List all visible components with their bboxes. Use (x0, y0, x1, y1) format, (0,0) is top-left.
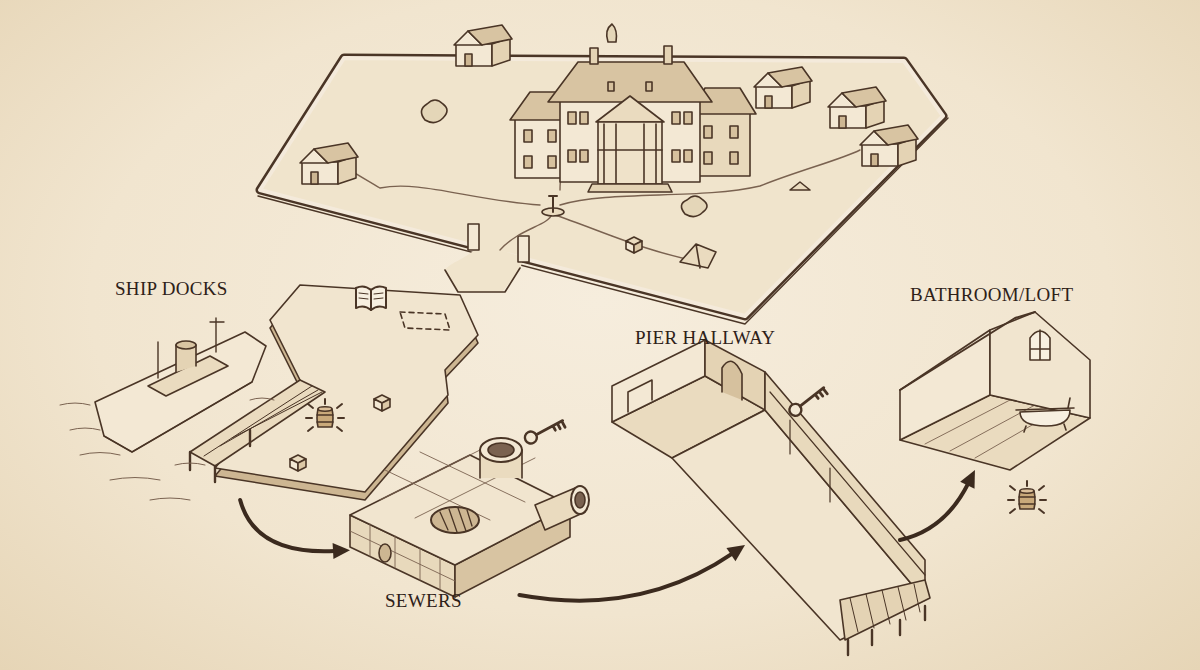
estate (258, 24, 948, 324)
mansion-steps (588, 184, 672, 192)
tent (680, 244, 716, 268)
room-side-wall (705, 340, 765, 410)
pipe-inner (575, 492, 585, 508)
water-ripples (60, 398, 274, 500)
gate-path-outline (445, 268, 520, 292)
arrow-curve (519, 553, 732, 600)
pipe-opening (571, 486, 589, 514)
chimney (664, 46, 672, 64)
key (523, 415, 566, 446)
place-label: SHIP DOCKS (115, 278, 228, 300)
loft-left-wall (900, 330, 990, 440)
tree (421, 100, 447, 123)
place-node: PIER HALLWAY (745, 440, 900, 640)
crate (290, 455, 306, 471)
place-node: SHIP DOCKS (90, 300, 475, 500)
ship-masts (158, 318, 224, 378)
bathroom-loft (900, 312, 1090, 513)
place-label: BATHROOM/LOFT (910, 284, 1073, 306)
estate-wall-inner (260, 58, 943, 316)
pier-deck (840, 580, 930, 640)
arrow-head (960, 470, 975, 489)
mansion (510, 46, 756, 192)
portico (598, 122, 662, 184)
portico-pediment (596, 96, 664, 122)
outbuilding (828, 87, 886, 128)
arrow-head (726, 545, 745, 561)
wall-base-line (258, 118, 948, 324)
barrel (1008, 481, 1046, 513)
outbuilding (454, 25, 512, 66)
gate-post (468, 224, 479, 250)
deck-planks (850, 584, 920, 632)
small-shed (790, 182, 810, 190)
book-icon (356, 286, 386, 310)
gate-post (518, 236, 529, 262)
tree (607, 24, 617, 42)
mansion-right-wing (695, 112, 750, 176)
tree (681, 196, 707, 217)
bathtub-rim (1016, 398, 1074, 432)
gate-gap (445, 244, 522, 292)
crate (374, 395, 390, 411)
sewer-grate (431, 507, 479, 533)
bathtub (1020, 410, 1070, 426)
crate (626, 237, 642, 253)
outbuilding (300, 143, 358, 184)
estate-wall-outer (260, 58, 943, 316)
room-railing (628, 380, 652, 412)
arrow-head (333, 543, 350, 559)
chimney (590, 48, 598, 64)
place-label: SEWERS (385, 590, 462, 612)
arrow-curve (900, 483, 968, 540)
dock-marking (400, 312, 450, 330)
ship-docks (60, 285, 478, 500)
archway (722, 361, 742, 400)
book-lines (359, 293, 383, 299)
grate-bars (440, 508, 472, 532)
ship-hull-line (104, 382, 252, 452)
roof-line (900, 312, 1035, 390)
outbuilding (860, 125, 918, 166)
place-node: SEWERS (350, 400, 570, 595)
sewers (350, 415, 589, 597)
outbuilding (754, 67, 812, 108)
flow-arrow (240, 500, 350, 559)
flow-arrow (519, 545, 745, 601)
funnel-top (176, 341, 196, 349)
pipe-opening (480, 438, 522, 462)
key (787, 383, 828, 419)
pier-posts (190, 430, 250, 482)
place-label: PIER HALLWAY (635, 327, 775, 349)
pier-hallway (612, 340, 930, 655)
drain-hole (379, 544, 391, 562)
loft-window (1030, 330, 1050, 360)
pipe-inner (488, 443, 514, 457)
loft-gable-wall (990, 312, 1090, 418)
flow-arrow (900, 470, 975, 540)
arrow-curve (240, 500, 335, 551)
mansion-windows (524, 82, 738, 168)
barrel (306, 399, 344, 431)
room-back-wall (612, 340, 705, 422)
fountain-statue (549, 196, 557, 212)
place-node: BATHROOM/LOFT (895, 315, 1090, 470)
portico-columns (598, 124, 662, 184)
deck-posts (848, 606, 925, 655)
ship-hull (95, 332, 266, 452)
